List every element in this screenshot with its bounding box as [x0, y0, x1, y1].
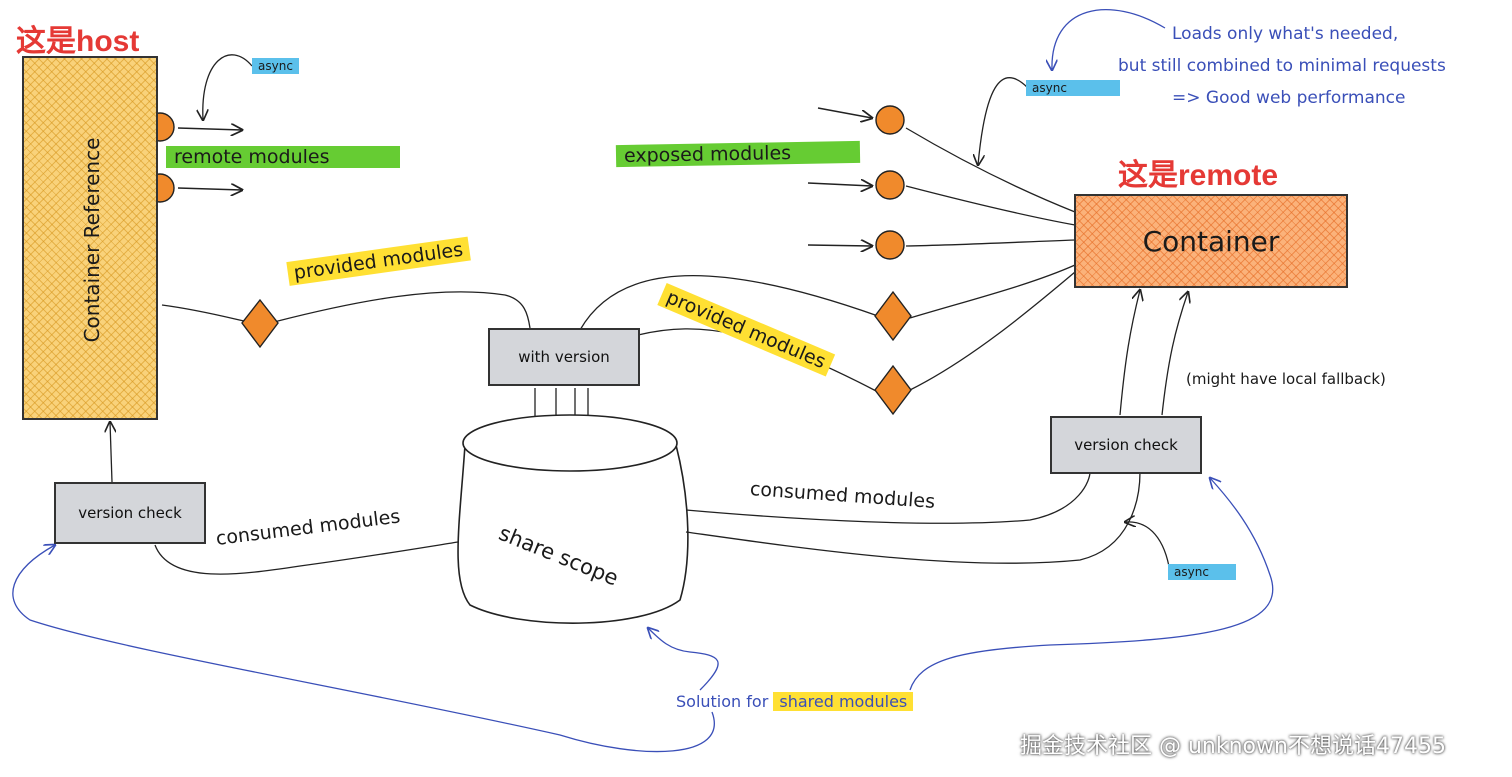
remote-version-check-box: version check: [1050, 416, 1202, 474]
remote-async-bottom-tag: async: [1168, 564, 1236, 580]
remote-version-check-up: [1119, 290, 1188, 416]
share-scope-cylinder: [457, 414, 689, 624]
solution-note-highlight: shared modules: [773, 692, 914, 711]
remote-container: Container: [1074, 194, 1348, 288]
remote-exposed-modules-label: exposed modules: [615, 140, 861, 168]
watermark: 掘金技术社区 @ unknown不想说话47455: [1020, 734, 1446, 759]
performance-note-line2: but still combined to minimal requests: [1118, 56, 1446, 76]
remote-async-arrow: [978, 77, 1029, 165]
remote-exposed-node-1: [875, 105, 905, 135]
remote-provided-diamond-2: [874, 364, 912, 416]
remote-exposed-lines: [905, 127, 1076, 391]
remote-exposed-node-3: [875, 230, 905, 260]
remote-consumed-line-1: [685, 471, 1091, 524]
remote-async-tag: async: [1026, 80, 1120, 96]
host-version-check-label: version check: [78, 504, 182, 522]
remote-provided-diamond-1: [874, 290, 912, 342]
host-remote-modules-label: remote modules: [166, 146, 400, 168]
remote-exposed-arrows: [807, 107, 872, 246]
remote-async-bottom-arrow: [1125, 522, 1171, 573]
host-async-tag: async: [252, 58, 299, 74]
host-provided-to-version: [273, 291, 531, 329]
host-async-arrow: [203, 54, 253, 120]
with-version-label: with version: [518, 348, 610, 366]
host-container-reference: Container Reference: [22, 56, 158, 420]
remote-consumed-line-2: [685, 471, 1141, 564]
with-version-box: with version: [488, 328, 640, 386]
solution-arrow-scope: [648, 628, 719, 691]
version-to-remote-provided-1: [579, 274, 879, 331]
host-container-label: Container Reference: [80, 137, 104, 343]
host-title: 这是host: [16, 25, 140, 58]
host-version-check-box: version check: [54, 482, 206, 544]
performance-note-arrow: [1052, 8, 1166, 70]
remote-fallback-note: (might have local fallback): [1186, 370, 1386, 388]
host-version-check-up: [110, 422, 112, 483]
remote-exposed-node-2: [875, 170, 905, 200]
host-provided-diamond: [241, 298, 279, 349]
remote-container-label: Container: [1142, 224, 1280, 258]
solution-arrow-remote: [909, 478, 1274, 691]
solution-note: Solution for shared modules: [676, 692, 914, 711]
remote-title: 这是remote: [1118, 159, 1279, 192]
host-remote-arrows: [177, 128, 242, 190]
solution-note-prefix: Solution for: [676, 692, 769, 711]
remote-version-check-label: version check: [1074, 436, 1178, 454]
performance-note-line1: Loads only what's needed,: [1172, 24, 1399, 44]
performance-note-line3: => Good web performance: [1172, 88, 1406, 108]
host-consumed-line: [154, 541, 459, 575]
solution-arrow-host: [12, 545, 715, 753]
host-provided-line: [161, 304, 249, 323]
